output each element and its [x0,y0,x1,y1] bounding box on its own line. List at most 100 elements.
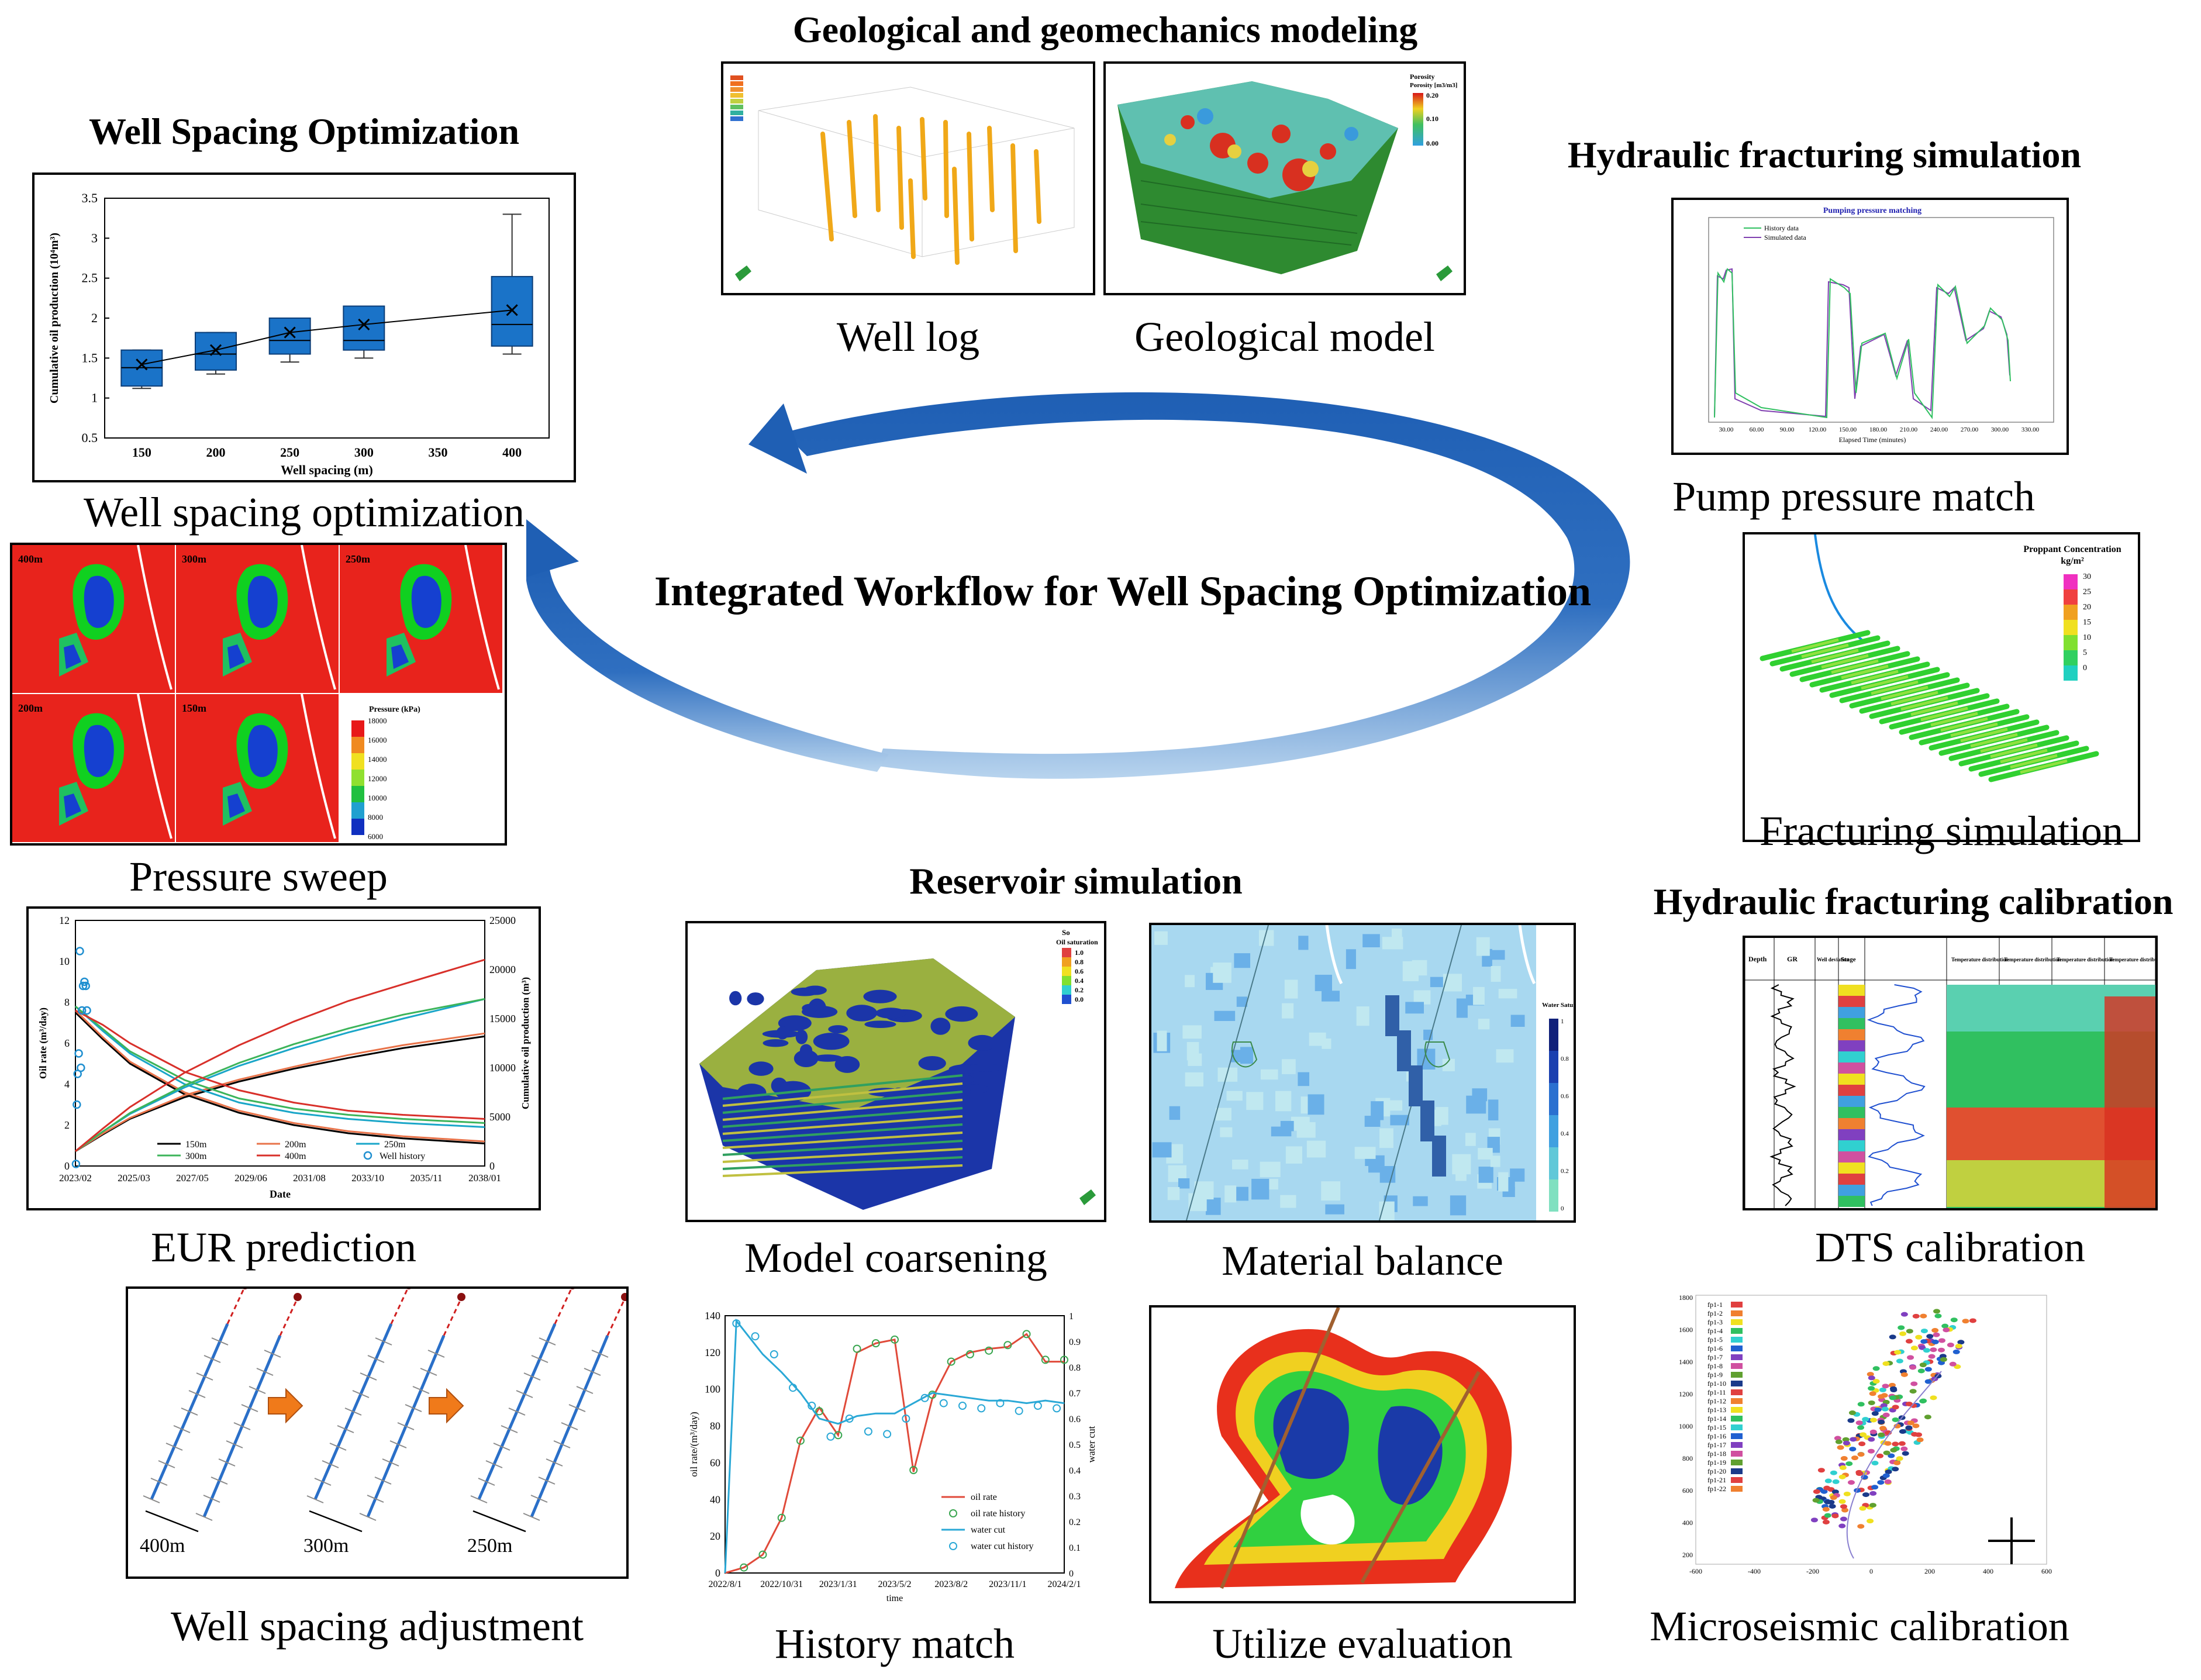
micro-event-175 [1878,1419,1885,1424]
x-tick-label-2: 2023/1/31 [819,1579,857,1589]
frac-tick [523,1372,541,1381]
caption-eur: EUR prediction [151,1224,416,1271]
x-axis-label: Date [270,1188,291,1200]
well-extension-0 [390,1289,409,1324]
matbal-cell [1251,1178,1269,1200]
micro-event-233 [1869,1429,1877,1434]
history-point-9 [81,981,90,991]
dts-stage-7 [1838,1062,1865,1074]
section-title-hfs: Hydraulic fracturing simulation [1567,134,2082,175]
caption-geo-model: Geological model [1134,313,1435,360]
series-3-point-10 [920,1393,929,1402]
cum-line-150m [75,1035,485,1153]
micro-event-152 [1868,1375,1875,1381]
matbal-cell [1379,1201,1395,1220]
micro-xtick-4: 200 [1924,1567,1935,1575]
micro-event-184 [1872,1379,1880,1384]
micro-event-111 [1867,1519,1874,1524]
y2-tick-label-0: 0 [489,1160,495,1172]
matbal-cell [1496,1049,1514,1063]
spacing-label: 300m [303,1535,349,1557]
matbal-cell [1478,1019,1490,1030]
cycle-arrow [526,392,1630,779]
micro-event-102 [1896,1358,1903,1364]
y-tick-label-5: 3 [91,230,98,245]
series-1-point-4 [815,1407,824,1416]
caption-micro: Microseismic calibration [1650,1603,2069,1650]
micro-legend-11: fp1-12 [1707,1397,1726,1405]
matbal-cell [1354,1147,1376,1159]
frac-tick [420,1368,437,1376]
sweep-case-1: 300m [176,545,339,693]
rate-line-200m [74,1009,485,1143]
matbal-cell [1498,1172,1509,1192]
micro-event-176 [1940,1357,1947,1362]
series-1-point-3 [796,1436,805,1445]
history-point-0 [71,1160,81,1168]
micro-event-124 [1889,1395,1896,1400]
frac-tick [405,1404,422,1412]
y2-tick-label-8: 0.8 [1069,1363,1081,1373]
dts-h-temp-2: Temperature distribution [2057,957,2114,963]
rate-line-300m [75,1005,485,1124]
micro-legend-21: fp1-22 [1707,1485,1726,1493]
adjust-arrow-1 [429,1388,464,1424]
dts-h-stage: Stage [1841,956,1856,963]
y2-tick-label-4: 0.4 [1069,1466,1081,1476]
y2-tick-label-2: 0.2 [1069,1517,1081,1527]
micro-event-240 [1848,1410,1856,1416]
micro-event-203 [1835,1439,1843,1444]
matbal-cell [1220,1127,1233,1137]
micro-event-69 [1941,1323,1949,1329]
pressure-legend-tick-3: 12000 [368,774,387,783]
micro-event-26 [1810,1517,1818,1523]
micro-xtick-3: 0 [1869,1567,1873,1575]
micro-event-183 [1839,1465,1847,1470]
dts-stage-10 [1838,1096,1865,1107]
micro-event-100 [1840,1504,1847,1509]
y-tick-label-0: 0.5 [82,430,98,445]
micro-event-163 [1930,1347,1937,1353]
micro-event-229 [1882,1473,1890,1478]
frac-tick [367,1495,384,1503]
frac-tick [241,1404,258,1412]
micro-event-193 [1879,1426,1887,1431]
sweep-case-label: 150m [182,702,206,714]
y-tick-label-2: 40 [710,1493,720,1505]
matbal-cell [1260,1161,1281,1178]
matbal-cell [1490,1155,1500,1167]
frac-tick [412,1386,430,1394]
micro-event-116 [1898,1441,1906,1446]
x-tick-label-1: 200 [206,445,226,460]
rate-line-400m [75,1009,485,1120]
frac-tick [427,1350,445,1358]
y2-axis-label: Cumulative oil production (m³) [520,977,531,1109]
y-tick-label-2: 4 [64,1078,70,1090]
matbal-cell [1226,1091,1243,1101]
frac-tick [256,1368,274,1376]
pump-legend-0: History data [1764,224,1799,232]
matbal-cell [1169,1106,1181,1120]
matbal-cell [1240,1047,1253,1064]
coarsen-patch-31 [828,1025,848,1034]
pressure-legend-bg [340,694,503,843]
section-title-wso: Well Spacing Optimization [88,111,520,152]
pump-xtick-5: 180.00 [1869,426,1888,433]
frac-core-9 [1881,685,1929,701]
frac-tick [501,1425,518,1433]
spacing-arrow [309,1510,363,1533]
micro-ytick-2: 1400 [1679,1358,1693,1366]
matbal-cell [1388,1100,1403,1111]
micro-legend-swatch-16 [1731,1442,1743,1448]
micro-event-218 [1869,1491,1877,1496]
micro-legend-9: fp1-10 [1707,1379,1726,1388]
coarsen-patch-7 [748,1061,774,1076]
sweep-fault [137,545,173,690]
frac-tick [374,1477,392,1485]
adjust-group-1: 300m [303,1289,465,1557]
dts-gr-curve [1769,984,1796,1206]
series-1-point-5 [834,1431,843,1440]
